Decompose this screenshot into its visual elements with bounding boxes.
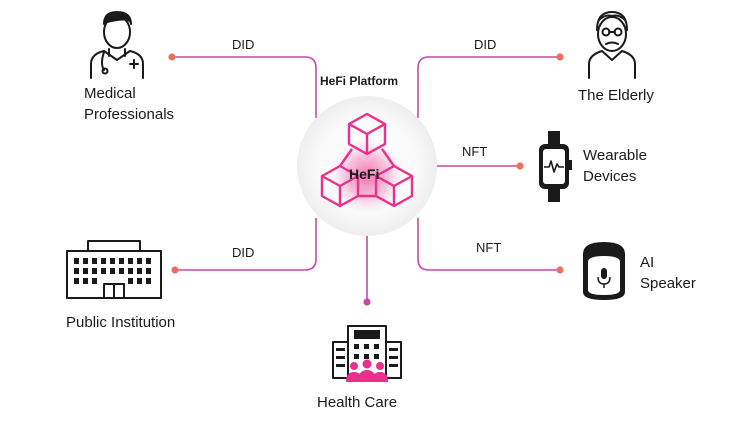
- edge-label-the-elderly: DID: [474, 37, 497, 52]
- label-line: The Elderly: [578, 87, 654, 104]
- node-label-health-care: Health Care: [317, 392, 397, 413]
- connectors: [172, 56, 560, 302]
- government-building-icon: [66, 240, 162, 299]
- label-line: Wearable: [583, 147, 647, 164]
- label-line: Health Care: [317, 394, 398, 411]
- label-line: Devices: [583, 168, 637, 185]
- hospital-icon: [332, 325, 402, 382]
- label-line: Speaker: [640, 275, 696, 292]
- label-line: Medical: [84, 85, 136, 102]
- dot-public-institution: [171, 266, 179, 274]
- hefi-logo-icon: [320, 112, 414, 208]
- dot-health-care: [363, 298, 371, 306]
- edge-label-ai-speaker: NFT: [476, 240, 502, 255]
- smartwatch-icon: [539, 131, 572, 202]
- smart-speaker-icon: [583, 242, 625, 300]
- node-label-public-institution: Public Institution: [66, 312, 175, 333]
- label-line: AI: [640, 254, 655, 271]
- elderly-person-icon: [588, 11, 636, 79]
- edge-label-medical-professionals: DID: [232, 37, 255, 52]
- label-line: Professionals: [84, 106, 175, 123]
- doctor-icon: [90, 11, 144, 79]
- dot-wearable-devices: [516, 162, 524, 170]
- people-icon: [346, 359, 388, 382]
- dot-medical-professionals: [168, 53, 176, 61]
- hub-glow: [329, 138, 405, 214]
- connector-medical-professionals: [172, 56, 317, 118]
- dot-ai-speaker: [556, 266, 564, 274]
- dot-the-elderly: [556, 53, 564, 61]
- label-line: Public Institution: [66, 314, 176, 331]
- node-label-ai-speaker: AI Speaker: [640, 252, 696, 294]
- connector-public-institution: [175, 218, 317, 271]
- edge-label-wearable-devices: NFT: [462, 144, 488, 159]
- edge-label-public-institution: DID: [232, 245, 255, 260]
- node-label-medical-professionals: Medical Professionals: [84, 83, 174, 125]
- connector-the-elderly: [417, 56, 560, 118]
- hub-label: HeFi: [349, 166, 380, 182]
- hefi-hub: [297, 96, 437, 236]
- node-label-the-elderly: The Elderly: [578, 85, 654, 106]
- node-label-wearable-devices: Wearable Devices: [583, 145, 647, 187]
- platform-label: HeFi Platform: [320, 74, 399, 88]
- connector-dots: [168, 53, 564, 306]
- connector-ai-speaker: [417, 218, 560, 271]
